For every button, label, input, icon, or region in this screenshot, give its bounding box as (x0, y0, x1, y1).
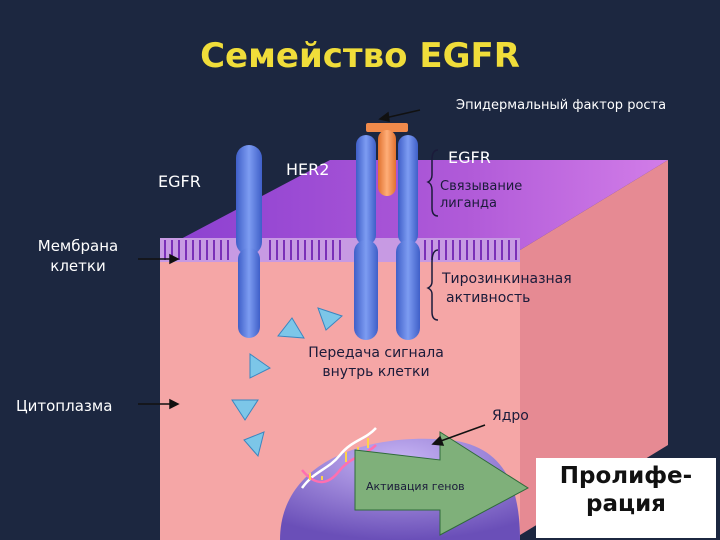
membrane-line2: клетки (50, 257, 106, 275)
egfr-left-label: EGFR (158, 172, 201, 191)
signal-line2: внутрь клетки (322, 364, 430, 380)
tk-line2: активность (446, 290, 531, 306)
membrane-line1: Мембрана (37, 237, 119, 255)
egf-ligand (366, 123, 408, 196)
braces (426, 149, 439, 321)
tyrosine-kinase-label: Тирозинкиназная активность (442, 270, 572, 308)
membrane-label: Мембрана клетки (28, 236, 128, 276)
signal-triangle-icon (231, 307, 343, 458)
ligand-binding-line1: Связывание (440, 179, 523, 194)
proliferation-line2: рация (586, 491, 666, 517)
pointer-arrow-icon (138, 109, 486, 446)
egfr-receptor-left (236, 145, 262, 338)
egfr-right-label: EGFR (448, 148, 491, 167)
proliferation-box: Пролифе- рация (536, 458, 716, 538)
page-title: Семейство EGFR (200, 36, 520, 76)
egf-label: Эпидермальный фактор роста (456, 98, 667, 113)
proliferation-line1: Пролифе- (559, 463, 693, 489)
gene-activation-label: Активация генов (366, 480, 465, 493)
signal-label: Передача сигнала внутрь клетки (296, 344, 456, 382)
nucleus-label: Ядро (492, 408, 529, 424)
membrane-lipids (164, 240, 517, 260)
her2-egfr-dimer (354, 135, 420, 340)
cell-right-face (520, 160, 668, 535)
gene-activation-box (356, 468, 482, 502)
signal-line1: Передача сигнала (308, 345, 444, 361)
her2-label: HER2 (286, 160, 330, 179)
ligand-binding-label: Связывание лиганда (440, 178, 522, 212)
tk-line1: Тирозинкиназная (442, 271, 572, 287)
cytoplasm-label: Цитоплазма (16, 397, 113, 415)
ligand-binding-line2: лиганда (440, 196, 498, 211)
